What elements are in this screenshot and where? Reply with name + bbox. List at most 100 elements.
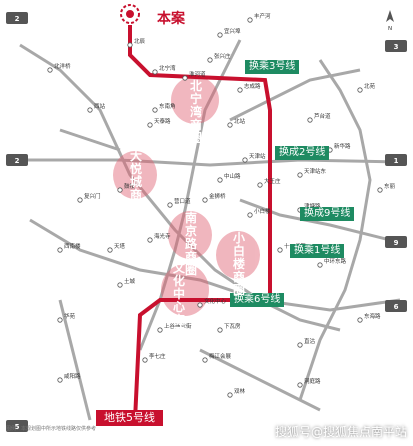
station-dot [217, 177, 223, 183]
station-label: 北辰 [134, 37, 146, 45]
station-dot [182, 75, 188, 81]
line-7-path [199, 348, 321, 412]
transfer-chip-line2: 换成2号线 [275, 146, 330, 160]
zone-glow-nanjinglu [168, 211, 212, 259]
station-dot [87, 107, 93, 113]
station-label: 天泰路 [154, 117, 171, 125]
station-label: 津塘路 [304, 202, 321, 210]
station-label: 海光寺 [154, 232, 171, 240]
station-dot [357, 87, 363, 93]
station-label: 复兴门 [84, 192, 101, 200]
station-label: 志成路 [244, 82, 261, 90]
station-dot [147, 237, 153, 243]
station-label: 丰产河 [254, 12, 271, 20]
station-dot [57, 317, 63, 323]
station-dot [247, 17, 253, 23]
station-label: 文化中心 [204, 297, 227, 305]
station-label: 鼓楼 [124, 182, 136, 190]
watermark: 搜狐号@搜狐焦点南平站 [274, 425, 407, 439]
station-dot [297, 342, 303, 348]
station-label: 东南角 [159, 102, 176, 110]
station-dot [277, 247, 283, 253]
station-dot [57, 377, 63, 383]
station-label: 天塔 [114, 242, 126, 250]
station-label: 北宁湾 [159, 64, 176, 72]
station-label: 下瓦房 [224, 322, 241, 330]
badge-line-number: 5 [15, 423, 20, 431]
station-label: 北苑 [364, 82, 376, 90]
badge-line-number: 1 [394, 157, 399, 165]
station-dot [107, 247, 113, 253]
station-dot [307, 117, 313, 123]
station-label: 新华路 [334, 142, 351, 150]
station-dot [227, 122, 233, 128]
station-label: 营口道 [174, 197, 191, 205]
badge-line-number: 6 [394, 303, 399, 311]
station-label: 西站 [94, 102, 106, 110]
badge-line-number: 3 [394, 43, 399, 51]
station-dot [117, 187, 123, 193]
station-dot [297, 382, 303, 388]
station-dot [357, 317, 363, 323]
zone-glow-beiningwan [171, 76, 219, 124]
station-dot [202, 357, 208, 363]
zone-xiaobailou: 小白楼商圈 [232, 231, 245, 297]
station-dot [217, 327, 223, 333]
station-label: 芦台道 [314, 112, 331, 120]
line-10-path [59, 128, 121, 152]
line-6-path [29, 218, 401, 312]
station-label: 上谷商业街 [164, 322, 192, 330]
station-dot [152, 107, 158, 113]
station-dot [257, 182, 263, 188]
station-dot [217, 32, 223, 38]
zone-dayuecheng: 大悦城商圈 [129, 149, 142, 215]
station-dot [202, 197, 208, 203]
station-dot [237, 87, 243, 93]
station-label: 中山路 [224, 172, 241, 180]
line-badges: 2 2 1 3 5 6 9 [6, 12, 407, 432]
station-label: 宜兴埠 [224, 27, 241, 35]
line-5-path [128, 25, 272, 421]
station-label: 梅江会展 [209, 352, 232, 360]
station-label: 双林 [234, 387, 246, 395]
transfer-chip-line9: 换成9号线 [300, 207, 355, 221]
metro-line-label: 地铁5号线 [96, 410, 163, 426]
station-dot [147, 122, 153, 128]
station-dot [142, 357, 148, 363]
line-11-path [229, 68, 361, 122]
station-dot [247, 212, 253, 218]
station-label: 淮河道 [189, 70, 206, 78]
station-dot [377, 187, 383, 193]
station-dot [207, 57, 213, 63]
zone-beiningwan: 北宁湾商圈 [189, 79, 202, 145]
station-label: 中环东路 [324, 257, 347, 265]
station-dot [227, 392, 233, 398]
badge-line-number: 2 [15, 15, 20, 23]
station-label: 大王庄 [264, 177, 281, 185]
station-label: 咸阳路 [64, 372, 81, 380]
badge-line-number: 2 [15, 157, 20, 165]
transfer-chip-line1: 换乘1号线 [290, 244, 345, 258]
station-label: 北站 [234, 117, 246, 125]
line-2-path [15, 158, 401, 167]
station-label: 金狮桥 [209, 192, 226, 200]
project-label: 本案 [157, 11, 185, 27]
station-dot [127, 42, 133, 48]
project-marker [120, 4, 140, 24]
station-label: 西南楼 [64, 242, 81, 250]
transfer-chip-line3: 换乘3号线 [245, 60, 300, 74]
transfer-chip-line6: 换乘6号线 [230, 293, 285, 307]
station-label: 小白楼 [254, 207, 271, 215]
station-label: 张兴庄 [214, 52, 231, 60]
station-dot [157, 327, 163, 333]
line-8-path [58, 299, 92, 421]
zone-glow-xiaobailou [216, 231, 260, 279]
zone-glow-dayuecheng [113, 151, 157, 199]
station-label: 北洋桥 [54, 62, 71, 70]
station-dot [152, 69, 158, 75]
station-dot [297, 172, 303, 178]
station-dot [117, 282, 123, 288]
station-label: 东丽 [384, 182, 396, 190]
station-label: 土城 [124, 277, 136, 285]
